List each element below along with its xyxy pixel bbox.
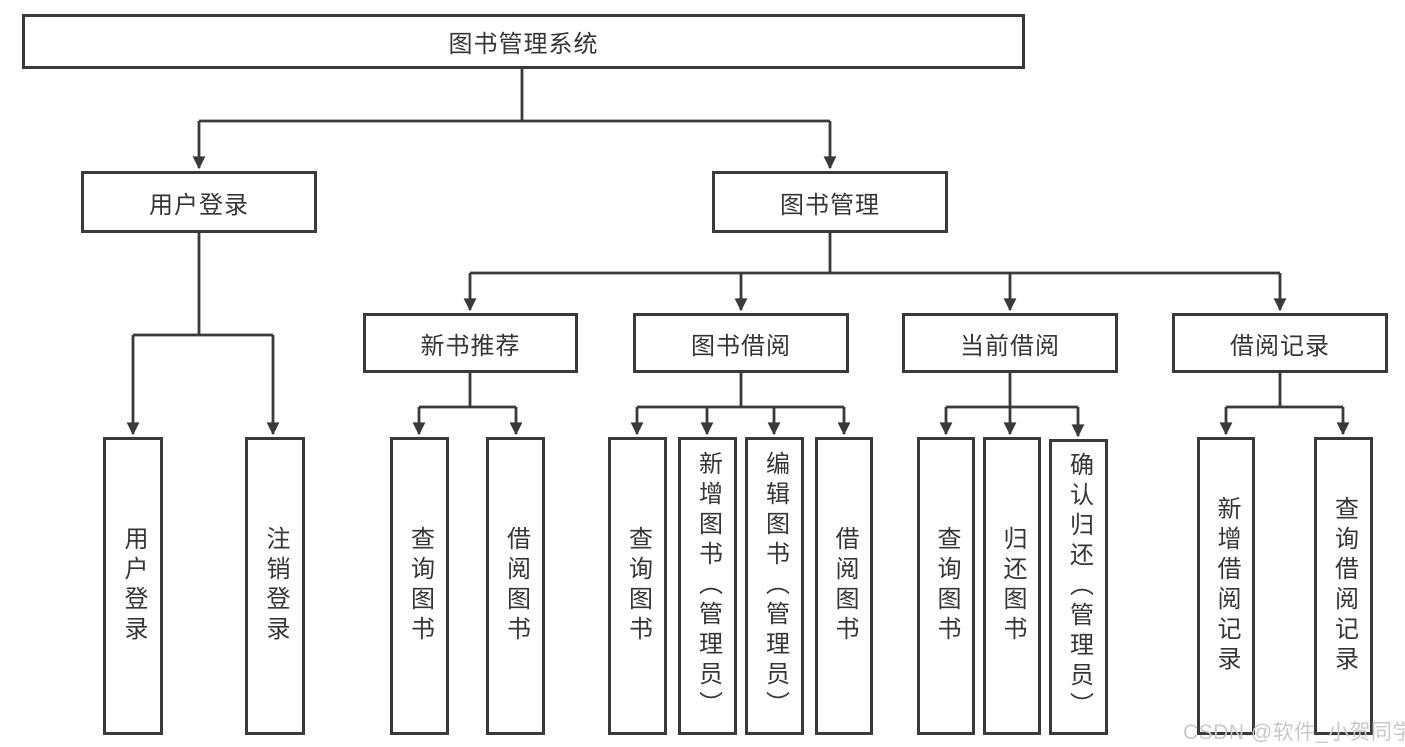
node-label: 新增借阅记录: [1213, 496, 1240, 676]
connector-trunks: [133, 69, 1343, 409]
leaf-nb-query-books: 查询图书: [390, 437, 449, 735]
node-label: 查询图书: [624, 526, 652, 646]
leaf-logout: 注销登录: [245, 437, 305, 735]
node-label: 图书借阅: [691, 332, 791, 360]
node-label: 查询图书: [406, 526, 434, 646]
leaf-br-query-record: 查询借阅记录: [1314, 437, 1373, 735]
node-current-borrow: 当前借阅: [902, 313, 1118, 373]
node-borrow-records: 借阅记录: [1172, 313, 1388, 373]
node-user-login: 用户登录: [81, 171, 317, 233]
node-label: 图书管理系统: [448, 31, 599, 58]
node-label: 确认归还（管理员）: [1065, 452, 1093, 722]
leaf-nb-borrow-books: 借阅图书: [486, 437, 545, 735]
node-label: 用户登录: [120, 526, 147, 646]
node-book-management: 图书管理: [712, 171, 948, 233]
node-label: 当前借阅: [960, 332, 1060, 360]
node-label: 新书推荐: [420, 332, 521, 360]
leaf-bb-add-books-admin: 新增图书（管理员）: [678, 437, 737, 735]
leaf-cb-query-books: 查询图书: [917, 437, 975, 735]
csdn-watermark: CSDN @软件_小贺同学: [1183, 721, 1405, 744]
leaf-bb-borrow-books: 借阅图书: [815, 437, 873, 735]
leaf-cb-return-books: 归还图书: [983, 437, 1041, 735]
node-label: 查询借阅记录: [1330, 496, 1358, 676]
leaf-br-add-record: 新增借阅记录: [1197, 437, 1255, 735]
node-label: 图书管理: [780, 191, 880, 219]
node-label: 查询图书: [933, 526, 960, 646]
node-label: 新增图书（管理员）: [694, 451, 722, 721]
node-book-borrow: 图书借阅: [633, 313, 849, 373]
node-label: 借阅图书: [831, 526, 858, 646]
node-root-library-system: 图书管理系统: [22, 14, 1025, 69]
node-label: 用户登录: [149, 191, 249, 219]
node-new-book-recommend: 新书推荐: [363, 313, 578, 373]
node-label: 编辑图书（管理员）: [761, 451, 789, 721]
leaf-cb-confirm-return-admin: 确认归还（管理员）: [1049, 439, 1108, 735]
node-label: 注销登录: [262, 526, 289, 646]
node-label: 借阅图书: [502, 526, 530, 646]
node-label: 归还图书: [999, 526, 1026, 646]
leaf-bb-edit-books-admin: 编辑图书（管理员）: [745, 437, 804, 735]
leaf-user-login: 用户登录: [103, 437, 163, 735]
node-label: 借阅记录: [1230, 332, 1330, 360]
leaf-bb-query-books: 查询图书: [608, 437, 667, 735]
